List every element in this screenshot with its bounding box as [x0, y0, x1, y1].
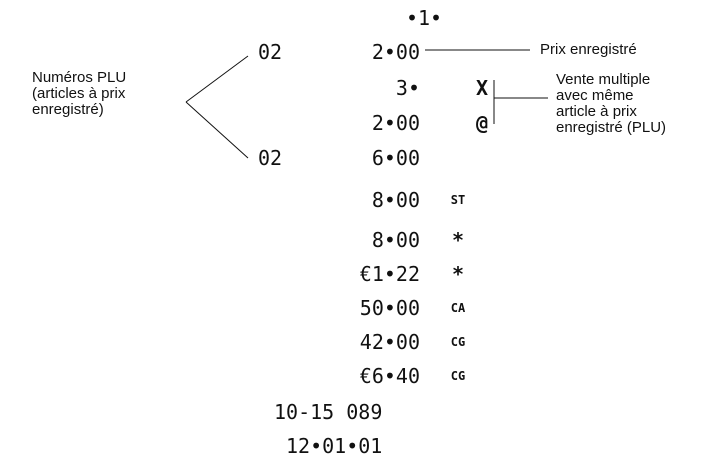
- receipt-footer-line: 12•01•01: [286, 434, 383, 458]
- subtotal-symbol: ST: [450, 193, 466, 207]
- total-symbol: *: [451, 262, 465, 286]
- receipt-amount: 6•00: [371, 146, 420, 170]
- total-symbol: *: [451, 228, 465, 252]
- receipt-amount: 2•00: [371, 40, 420, 64]
- plu-code-2: 02: [258, 146, 283, 170]
- change-symbol: CG: [450, 335, 466, 349]
- plu-code-1: 02: [258, 40, 283, 64]
- receipt-header: •1•: [405, 6, 443, 30]
- annotation-multiple-sale: Vente multiple avec même article à prix …: [556, 71, 667, 136]
- receipt-amount: €1•22: [359, 262, 420, 286]
- receipt-amount: 8•00: [371, 188, 420, 212]
- receipt-footer-line: 10-15 089: [274, 400, 383, 424]
- annotation-preset-price: Prix enregistré: [540, 41, 637, 58]
- multiply-symbol: X: [475, 76, 489, 100]
- receipt-amount: €6•40: [359, 364, 420, 388]
- receipt-amount: 50•00: [359, 296, 420, 320]
- leader-line-plu-bottom: [185, 101, 249, 159]
- annotation-plu-numbers: Numéros PLU (articles à prix enregistré): [32, 69, 127, 118]
- cash-symbol: CA: [450, 301, 466, 315]
- receipt-amount: 2•00: [371, 111, 420, 135]
- at-symbol: @: [475, 111, 489, 135]
- receipt-amount: 8•00: [371, 228, 420, 252]
- receipt-amount: 42•00: [359, 330, 420, 354]
- change-symbol: CG: [450, 369, 466, 383]
- leader-line-plu-top: [185, 55, 249, 103]
- receipt-amount: 3•: [395, 76, 420, 100]
